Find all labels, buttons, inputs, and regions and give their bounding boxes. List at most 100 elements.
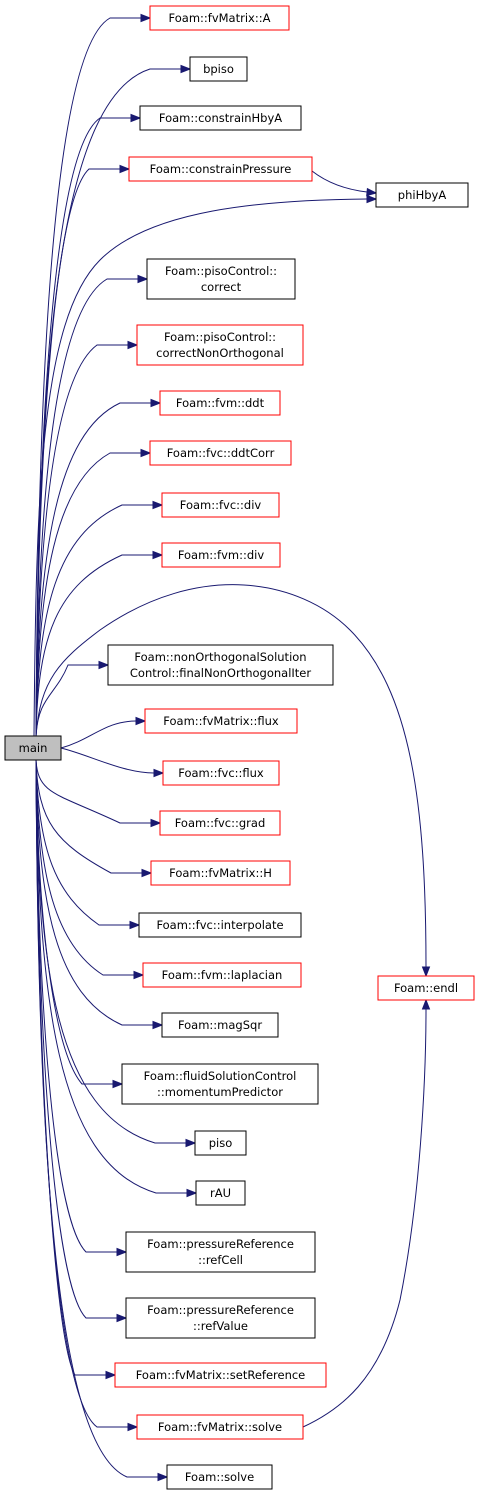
node-fvc-grad[interactable]: Foam::fvc::grad — [159, 810, 281, 836]
node-label: Foam::fvc::grad — [175, 816, 266, 830]
arrowhead-main-to-magSqr — [152, 1020, 164, 1030]
arrowhead-main-to-fvm-laplacian — [133, 970, 145, 980]
arrowhead-main-to-momentumPredictor — [112, 1079, 124, 1089]
arrowhead-main-to-fvMatrix-A — [140, 13, 152, 23]
arrowhead-main-to-finalNonOrthogonalIter — [98, 660, 110, 670]
call-edge-main-to-magSqr — [35, 759, 153, 1026]
node-box[interactable] — [377, 975, 475, 1001]
node-piso[interactable]: piso — [194, 1130, 247, 1156]
node-box[interactable] — [125, 1231, 316, 1273]
node-endl[interactable]: Foam::endl — [377, 975, 475, 1001]
arrowhead-main-to-fvMatrix-H — [141, 868, 153, 878]
node-label: Foam::fvm::div — [178, 548, 265, 562]
arrowhead-main-to-fvc-flux — [153, 768, 165, 778]
arrowhead-main-to-refValue — [116, 1313, 128, 1323]
node-box[interactable] — [136, 324, 304, 366]
arrowhead-constrainPressure-to-phiHbyA — [366, 187, 378, 197]
node-bpiso[interactable]: bpiso — [189, 56, 248, 82]
node-fvm-laplacian[interactable]: Foam::fvm::laplacian — [142, 962, 302, 988]
node-constrainHbyA[interactable]: Foam::constrainHbyA — [139, 105, 302, 131]
node-label: Foam::fvMatrix::flux — [163, 714, 279, 728]
node-box[interactable] — [161, 1012, 279, 1038]
call-edge-fvMatrix-solve-to-endl — [302, 1008, 427, 1428]
node-box[interactable] — [4, 735, 62, 761]
node-fvc-flux[interactable]: Foam::fvc::flux — [162, 760, 280, 786]
call-edge-main-to-fvc-interpolate — [35, 759, 130, 926]
node-box[interactable] — [150, 860, 291, 886]
call-edge-main-to-pisoControl-correctNonOrthogonal — [35, 344, 128, 737]
node-label: Foam::pisoControl:: — [165, 264, 277, 278]
call-edge-main-to-rAU — [35, 759, 187, 1194]
node-fvc-ddtCorr[interactable]: Foam::fvc::ddtCorr — [149, 440, 292, 466]
node-fvc-interpolate[interactable]: Foam::fvc::interpolate — [138, 912, 302, 938]
node-label: main — [19, 741, 48, 755]
node-label: Foam::magSqr — [178, 1018, 262, 1032]
node-box[interactable] — [162, 760, 280, 786]
node-box[interactable] — [142, 962, 302, 988]
node-label: Control::finalNonOrthogonalIter — [130, 666, 311, 680]
arrowhead-main-to-endl — [421, 966, 431, 978]
call-edge-main-to-pisoControl-correct — [35, 278, 138, 737]
node-fvc-div[interactable]: Foam::fvc::div — [161, 492, 280, 518]
node-label: Foam::fvc::flux — [178, 766, 264, 780]
call-edge-main-to-fvMatrix-flux — [60, 720, 137, 749]
node-label: Foam::fvMatrix::setReference — [136, 1368, 306, 1382]
arrowhead-main-to-bpiso — [180, 64, 192, 74]
node-box[interactable] — [107, 644, 334, 686]
node-pisoControl-correctNonOrthogonal[interactable]: Foam::pisoControl::correctNonOrthogonal — [136, 324, 304, 366]
node-label: Foam::pisoControl:: — [164, 330, 276, 344]
node-main[interactable]: main — [4, 735, 62, 761]
node-phiHbyA[interactable]: phiHbyA — [375, 182, 469, 208]
node-box[interactable] — [125, 1297, 316, 1339]
node-magSqr[interactable]: Foam::magSqr — [161, 1012, 279, 1038]
arrowhead-main-to-fvc-interpolate — [129, 920, 141, 930]
arrowhead-main-to-pisoControl-correct — [137, 274, 149, 284]
node-fvMatrix-flux[interactable]: Foam::fvMatrix::flux — [144, 708, 298, 734]
call-edge-main-to-fvMatrix-H — [35, 759, 142, 874]
node-box[interactable] — [121, 1063, 319, 1105]
node-box[interactable] — [166, 1464, 273, 1490]
node-fvMatrix-solve[interactable]: Foam::fvMatrix::solve — [136, 1414, 304, 1440]
arrowhead-main-to-fvc-grad — [150, 818, 162, 828]
node-fvm-ddt[interactable]: Foam::fvm::ddt — [159, 390, 281, 416]
node-solve[interactable]: Foam::solve — [166, 1464, 273, 1490]
node-finalNonOrthogonalIter[interactable]: Foam::nonOrthogonalSolutionControl::fina… — [107, 644, 334, 686]
node-label: correct — [201, 280, 242, 294]
node-box[interactable] — [189, 56, 248, 82]
node-fvMatrix-H[interactable]: Foam::fvMatrix::H — [150, 860, 291, 886]
node-constrainPressure[interactable]: Foam::constrainPressure — [128, 156, 313, 182]
node-box[interactable] — [128, 156, 313, 182]
node-rAU[interactable]: rAU — [195, 1180, 246, 1206]
node-box[interactable] — [195, 1180, 246, 1206]
node-box[interactable] — [114, 1362, 327, 1388]
node-box[interactable] — [194, 1130, 247, 1156]
node-fvMatrix-setReference[interactable]: Foam::fvMatrix::setReference — [114, 1362, 327, 1388]
node-box[interactable] — [136, 1414, 304, 1440]
arrowhead-main-to-constrainPressure — [119, 164, 131, 174]
node-box[interactable] — [149, 5, 290, 31]
node-box[interactable] — [139, 105, 302, 131]
call-edge-main-to-fvm-ddt — [35, 402, 151, 737]
node-box[interactable] — [149, 440, 292, 466]
node-pisoControl-correct[interactable]: Foam::pisoControl::correct — [146, 258, 296, 300]
node-momentumPredictor[interactable]: Foam::fluidSolutionControl::momentumPred… — [121, 1063, 319, 1105]
node-fvMatrix-A[interactable]: Foam::fvMatrix::A — [149, 5, 290, 31]
arrowhead-main-to-refCell — [116, 1247, 128, 1257]
node-box[interactable] — [375, 182, 469, 208]
node-refValue[interactable]: Foam::pressureReference::refValue — [125, 1297, 316, 1339]
arrowhead-main-to-rAU — [186, 1188, 198, 1198]
node-label: Foam::fvm::ddt — [176, 396, 265, 410]
node-refCell[interactable]: Foam::pressureReference::refCell — [125, 1231, 316, 1273]
node-box[interactable] — [159, 390, 281, 416]
node-box[interactable] — [144, 708, 298, 734]
node-box[interactable] — [146, 258, 296, 300]
node-box[interactable] — [161, 542, 281, 568]
node-box[interactable] — [161, 492, 280, 518]
node-label: Foam::fvMatrix::A — [169, 11, 271, 25]
node-box[interactable] — [159, 810, 281, 836]
arrowhead-main-to-fvm-div — [152, 550, 164, 560]
call-nodes: main Foam::fvMatrix::AbpisoFoam::constrai… — [4, 5, 475, 1490]
node-box[interactable] — [138, 912, 302, 938]
node-fvm-div[interactable]: Foam::fvm::div — [161, 542, 281, 568]
